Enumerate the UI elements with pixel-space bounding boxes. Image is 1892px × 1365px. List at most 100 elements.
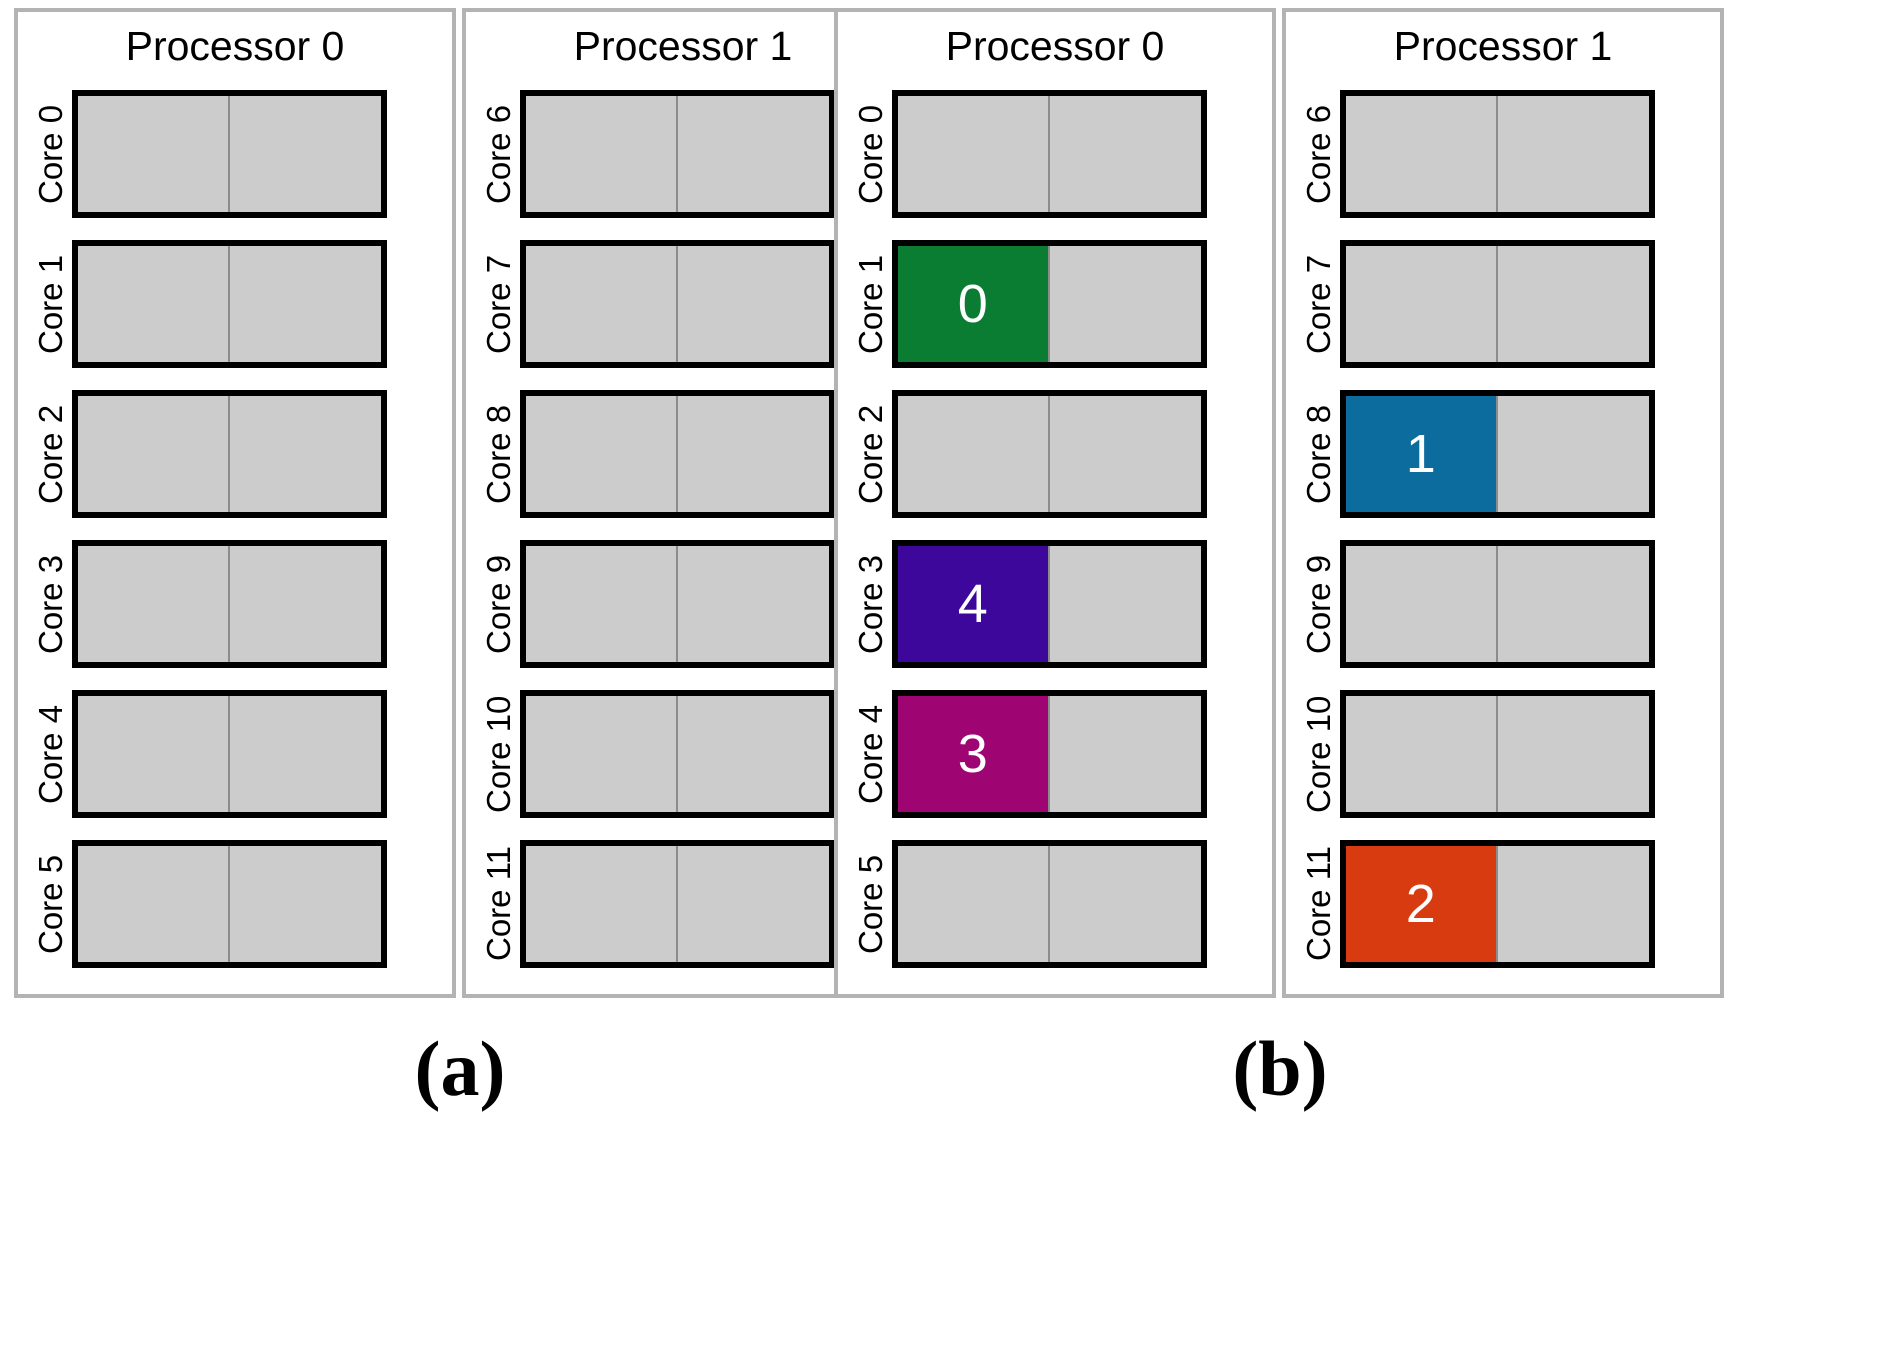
core-box[interactable] <box>72 690 387 818</box>
core-box[interactable] <box>1340 540 1655 668</box>
core-box[interactable] <box>72 390 387 518</box>
core-slot-occupied[interactable]: 0 <box>898 246 1050 362</box>
core-label: Core 5 <box>852 854 889 954</box>
core-slot-empty[interactable] <box>229 96 381 212</box>
core-slot-empty[interactable] <box>1346 546 1498 662</box>
core-slot-empty[interactable] <box>677 246 829 362</box>
core-box[interactable] <box>72 90 387 218</box>
core-box[interactable]: 1 <box>1340 390 1655 518</box>
processor-title: Processor 1 <box>1393 23 1613 69</box>
core-slot-empty[interactable] <box>1049 96 1201 212</box>
core-slot-occupied[interactable]: 3 <box>898 696 1050 812</box>
core-slot-empty[interactable] <box>78 96 230 212</box>
core-box[interactable] <box>892 840 1207 968</box>
core-label: Core 1 <box>32 254 69 354</box>
core-box[interactable] <box>892 390 1207 518</box>
core-slot-empty[interactable] <box>1497 246 1649 362</box>
core-slot-empty[interactable] <box>898 96 1050 212</box>
core-slot-empty[interactable] <box>526 96 678 212</box>
core-slot-empty[interactable] <box>78 846 230 962</box>
core-box[interactable] <box>72 240 387 368</box>
core-slot-empty[interactable] <box>78 546 230 662</box>
core-box[interactable]: 0 <box>892 240 1207 368</box>
core-box[interactable]: 4 <box>892 540 1207 668</box>
core-row: Core 2 <box>18 390 452 518</box>
core-box[interactable] <box>520 840 835 968</box>
task-id-label: 3 <box>957 724 988 784</box>
core-slot-empty[interactable] <box>1497 696 1649 812</box>
core-slot-empty[interactable] <box>1497 846 1649 962</box>
core-slot-empty[interactable] <box>1497 96 1649 212</box>
core-slot-empty[interactable] <box>1049 246 1201 362</box>
core-box[interactable] <box>520 90 835 218</box>
core-slot-empty[interactable] <box>677 96 829 212</box>
core-box[interactable]: 3 <box>892 690 1207 818</box>
core-slot-occupied[interactable]: 2 <box>1346 846 1498 962</box>
core-slot-empty[interactable] <box>1497 546 1649 662</box>
core-slot-empty[interactable] <box>78 246 230 362</box>
core-slot-empty[interactable] <box>229 396 381 512</box>
core-label: Core 9 <box>1300 554 1337 654</box>
core-slot-empty[interactable] <box>677 396 829 512</box>
core-slot-empty[interactable] <box>1346 696 1498 812</box>
core-row: Core 10 <box>466 690 900 818</box>
core-slot-occupied[interactable]: 1 <box>1346 396 1498 512</box>
core-label: Core 0 <box>852 104 889 204</box>
core-box[interactable] <box>892 90 1207 218</box>
processor-title: Processor 0 <box>125 23 345 69</box>
core-slot-empty[interactable] <box>677 546 829 662</box>
core-box[interactable]: 2 <box>1340 840 1655 968</box>
core-label: Core 6 <box>480 104 517 204</box>
core-slot-empty[interactable] <box>78 696 230 812</box>
core-slot-empty[interactable] <box>526 246 678 362</box>
core-slot-empty[interactable] <box>526 696 678 812</box>
core-slot-empty[interactable] <box>229 846 381 962</box>
core-box[interactable] <box>520 690 835 818</box>
core-row: Core 6 <box>466 90 900 218</box>
core-slot-empty[interactable] <box>229 696 381 812</box>
core-slot-empty[interactable] <box>229 246 381 362</box>
core-slot-empty[interactable] <box>898 846 1050 962</box>
core-slot-empty[interactable] <box>1346 96 1498 212</box>
core-box[interactable] <box>520 390 835 518</box>
core-box[interactable] <box>1340 690 1655 818</box>
core-slot-empty[interactable] <box>1049 846 1201 962</box>
core-row: Core 5 <box>838 840 1272 968</box>
core-row: Core 0 <box>18 90 452 218</box>
core-slot-occupied[interactable]: 4 <box>898 546 1050 662</box>
core-slot-empty[interactable] <box>677 696 829 812</box>
core-slot-empty[interactable] <box>1049 696 1201 812</box>
core-box[interactable] <box>72 840 387 968</box>
core-row: Core 7 <box>466 240 900 368</box>
core-slot-empty[interactable] <box>526 846 678 962</box>
core-slot-empty[interactable] <box>526 396 678 512</box>
core-row: Core 0 <box>838 90 1272 218</box>
core-row: Core 2 <box>838 390 1272 518</box>
core-box[interactable] <box>1340 240 1655 368</box>
core-slot-empty[interactable] <box>1049 546 1201 662</box>
core-slot-empty[interactable] <box>1049 396 1201 512</box>
core-slot-empty[interactable] <box>677 846 829 962</box>
core-slot-empty[interactable] <box>898 396 1050 512</box>
core-slot-empty[interactable] <box>1346 246 1498 362</box>
core-slot-empty[interactable] <box>1497 396 1649 512</box>
core-slot-empty[interactable] <box>526 546 678 662</box>
core-box[interactable] <box>72 540 387 668</box>
core-slot-empty[interactable] <box>78 396 230 512</box>
core-box[interactable] <box>520 240 835 368</box>
core-box[interactable] <box>1340 90 1655 218</box>
core-label: Core 10 <box>1300 695 1337 813</box>
core-slot-empty[interactable] <box>229 546 381 662</box>
core-row: Core 9 <box>466 540 900 668</box>
task-id-label: 0 <box>957 274 988 334</box>
core-label: Core 3 <box>852 554 889 654</box>
core-box[interactable] <box>520 540 835 668</box>
